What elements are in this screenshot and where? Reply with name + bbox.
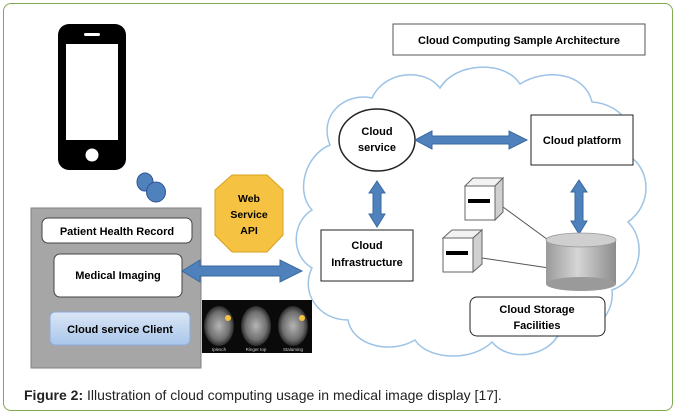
brain-scan-icon: Iplesch Ringer top Stalaming xyxy=(202,300,312,353)
cloud-service-node: Cloud service xyxy=(338,108,416,172)
caption-text: Illustration of cloud computing usage in… xyxy=(83,387,502,403)
title-text: Cloud Computing Sample Architecture xyxy=(418,35,620,47)
arrow-service-infrastructure xyxy=(368,180,386,228)
thought-bubble-icon xyxy=(136,172,166,203)
scan-label-2: Ringer top xyxy=(246,347,267,352)
cloud-storage-label-line2: Facilities xyxy=(513,320,560,332)
server-cube-icon xyxy=(463,176,505,222)
storage-cylinder-icon xyxy=(545,232,617,291)
api-label-line2: Service xyxy=(230,209,268,221)
cloud-infrastructure-node: Cloud Infrastructure xyxy=(320,229,414,282)
medical-imaging-box xyxy=(53,253,183,298)
cloud-platform-label: Cloud platform xyxy=(543,135,621,147)
caption-label: Figure 2: xyxy=(24,387,84,403)
cloud-storage-node: Cloud Storage Facilities xyxy=(469,296,606,337)
connector-server2-storage xyxy=(481,257,550,269)
medical-imaging-label: Medical Imaging xyxy=(75,270,161,282)
cloud-service-label-line1: Cloud xyxy=(361,126,392,138)
cloud-platform-node: Cloud platform xyxy=(530,114,634,166)
cloud-infrastructure-label-line2: Infrastructure xyxy=(331,257,403,269)
cloud-storage-label-line1: Cloud Storage xyxy=(499,304,574,316)
cloud-infrastructure-label-line1: Cloud xyxy=(351,240,382,252)
patient-health-record-label: Patient Health Record xyxy=(60,226,174,238)
web-service-api-hexagon: Web Service API xyxy=(214,174,284,253)
scan-label-3: Stalaming xyxy=(283,347,304,352)
cloud-service-client-label: Cloud service Client xyxy=(67,324,173,336)
client-panel: Patient Health Record Medical Imaging Cl… xyxy=(30,207,202,369)
server-cube-icon-2 xyxy=(441,228,484,274)
patient-health-record-box xyxy=(41,217,193,244)
title-box: Cloud Computing Sample Architecture xyxy=(392,23,646,56)
scan-label-1: Iplesch xyxy=(212,347,227,352)
smartphone-icon xyxy=(58,24,126,170)
cloud-service-label-line2: service xyxy=(358,142,396,154)
api-label-line3: API xyxy=(240,225,258,237)
arrow-imaging-infrastructure xyxy=(181,259,304,283)
arrow-service-platform xyxy=(413,130,529,150)
api-label-line1: Web xyxy=(238,193,260,205)
cloud-service-client-box xyxy=(49,311,191,346)
figure-caption: Figure 2: Illustration of cloud computin… xyxy=(24,387,664,403)
